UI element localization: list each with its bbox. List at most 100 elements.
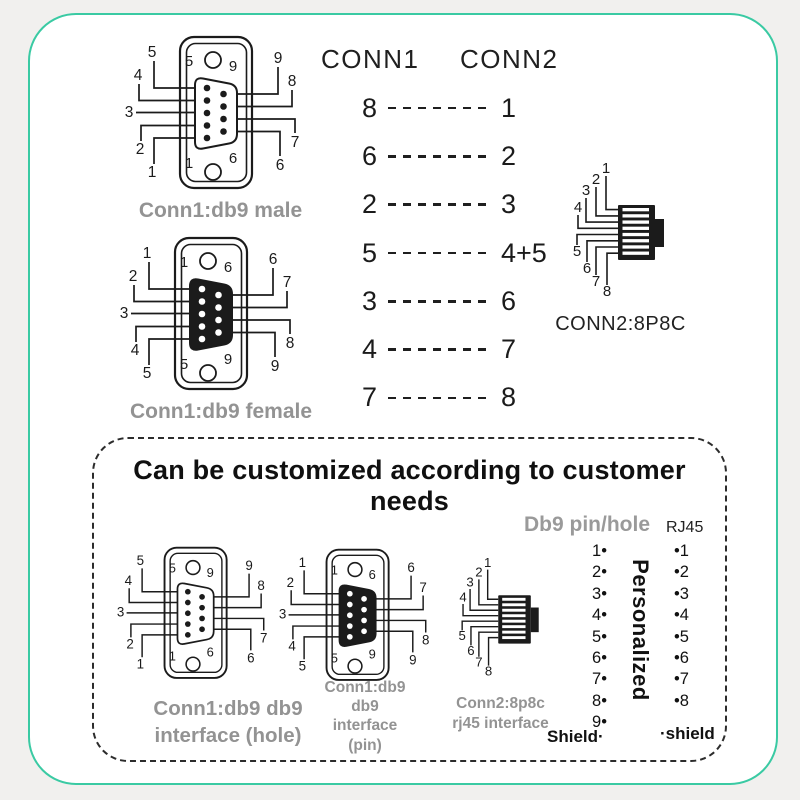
wire-pin-number: 4 xyxy=(131,342,140,359)
db9-pin-hole-header: Db9 pin/hole xyxy=(524,513,650,536)
rj45-caption: CONN2:8P8C xyxy=(555,313,686,335)
wire-line xyxy=(606,252,618,285)
wire-pin-number: 1 xyxy=(143,245,152,262)
wire-pin-number: 3 xyxy=(582,182,590,199)
rj45-contact xyxy=(622,214,649,218)
wire-pin-number: 8 xyxy=(286,335,295,352)
corner-pin-number: 5 xyxy=(180,356,188,373)
pin-dot xyxy=(198,335,206,343)
rj45-contact xyxy=(622,208,649,212)
wire-pin-number: 7 xyxy=(419,580,426,595)
wire-pin-number: 9 xyxy=(271,358,280,375)
caption-line: Conn1:db9 db9 xyxy=(153,697,303,720)
corner-pin-number: 9 xyxy=(229,58,237,75)
wire-line xyxy=(135,325,194,342)
pin-dot xyxy=(346,590,353,597)
db9-pin-item: 1• xyxy=(592,542,607,560)
wire-line xyxy=(206,617,265,631)
wire-line xyxy=(206,573,250,598)
pin-dot xyxy=(215,329,222,336)
wire-pin-number: 2 xyxy=(129,268,138,285)
wire-line xyxy=(229,90,293,108)
conn1-pin-number: 2 xyxy=(361,189,377,220)
rj45-contact xyxy=(502,603,526,607)
wire-line xyxy=(140,124,199,141)
rj45-latch-tab xyxy=(530,607,539,633)
corner-pin-number: 6 xyxy=(224,259,232,276)
wire-line xyxy=(461,620,499,631)
db9-pin-item: 2• xyxy=(592,563,607,582)
wire-pin-number: 3 xyxy=(117,605,124,620)
wire-pin-number: 4 xyxy=(459,589,466,604)
pin-dot xyxy=(198,310,206,318)
wire-pin-number: 7 xyxy=(283,274,292,291)
wire-line xyxy=(224,319,291,334)
pin-dot xyxy=(184,599,191,606)
pin-dot xyxy=(199,615,205,622)
caption-line: Conn2:8p8c xyxy=(456,695,545,712)
rj45-contact xyxy=(502,619,526,623)
wire-pin-number: 7 xyxy=(592,273,600,290)
corner-pin-number: 9 xyxy=(207,565,214,580)
wire-pin-number: 5 xyxy=(573,243,581,260)
wire-line xyxy=(229,118,296,133)
pin-dot xyxy=(220,128,227,135)
wire-pin-number: 6 xyxy=(247,650,254,665)
rj45-contact xyxy=(622,226,649,230)
wire-pin-number: 7 xyxy=(475,654,482,669)
personalized-label: Personalized xyxy=(628,559,653,701)
wire-line xyxy=(206,628,252,651)
wire-line xyxy=(586,240,618,262)
corner-pin-number: 6 xyxy=(229,150,237,167)
caption-line: rj45 interface xyxy=(452,715,549,733)
wire-line xyxy=(141,568,181,593)
conn2-pin-number: 7 xyxy=(501,334,517,365)
db9-hole-caption: Conn1:db9 db9 interface (hole) xyxy=(130,695,326,749)
pin-dot xyxy=(215,304,222,311)
wire-line xyxy=(595,246,618,275)
wire-pin-number: 2 xyxy=(475,565,482,580)
pin-dot xyxy=(346,633,353,640)
wire-pin-number: 6 xyxy=(276,157,285,174)
wire-line xyxy=(478,579,499,606)
screw-hole-bottom xyxy=(199,364,217,382)
pin-dot xyxy=(184,631,191,638)
pin-dot xyxy=(198,323,206,330)
screw-hole-bottom xyxy=(204,163,222,181)
shield-right-label: ·shield xyxy=(660,724,715,743)
pin-dot xyxy=(346,612,353,619)
wire-line xyxy=(229,67,279,95)
pin-dot xyxy=(361,617,367,624)
wire-line xyxy=(576,233,618,245)
conn1-pin-number: 8 xyxy=(361,92,377,123)
wire-pin-number: 5 xyxy=(137,553,144,568)
corner-pin-number: 1 xyxy=(185,155,193,172)
pin-dot xyxy=(199,594,205,600)
caption-line: db9 xyxy=(351,698,379,716)
db9-pin-item: 5• xyxy=(592,627,607,646)
db9-pin-item: 6• xyxy=(592,648,607,667)
rj45-contact xyxy=(502,597,526,601)
wire-pin-number: 4 xyxy=(125,573,133,588)
wire-line xyxy=(224,291,288,309)
rj45-pin-item: •5 xyxy=(674,627,689,646)
pin-dot xyxy=(184,610,191,617)
conn2-pin-number: 1 xyxy=(501,92,517,123)
pin-dot xyxy=(215,291,222,299)
corner-pin-number: 5 xyxy=(169,561,176,576)
wire-line xyxy=(224,268,274,296)
pin-dot xyxy=(220,90,227,98)
pin-dot xyxy=(198,285,206,293)
wire-line xyxy=(368,630,414,653)
wire-pin-number: 4 xyxy=(574,199,582,216)
wire-pin-number: 5 xyxy=(458,628,465,643)
rj45-contact xyxy=(622,251,649,255)
pin-dot xyxy=(184,621,191,627)
db9-pin-item: 3• xyxy=(592,584,607,603)
wire-pin-number: 8 xyxy=(288,73,297,90)
wire-pin-number: 7 xyxy=(291,134,300,151)
